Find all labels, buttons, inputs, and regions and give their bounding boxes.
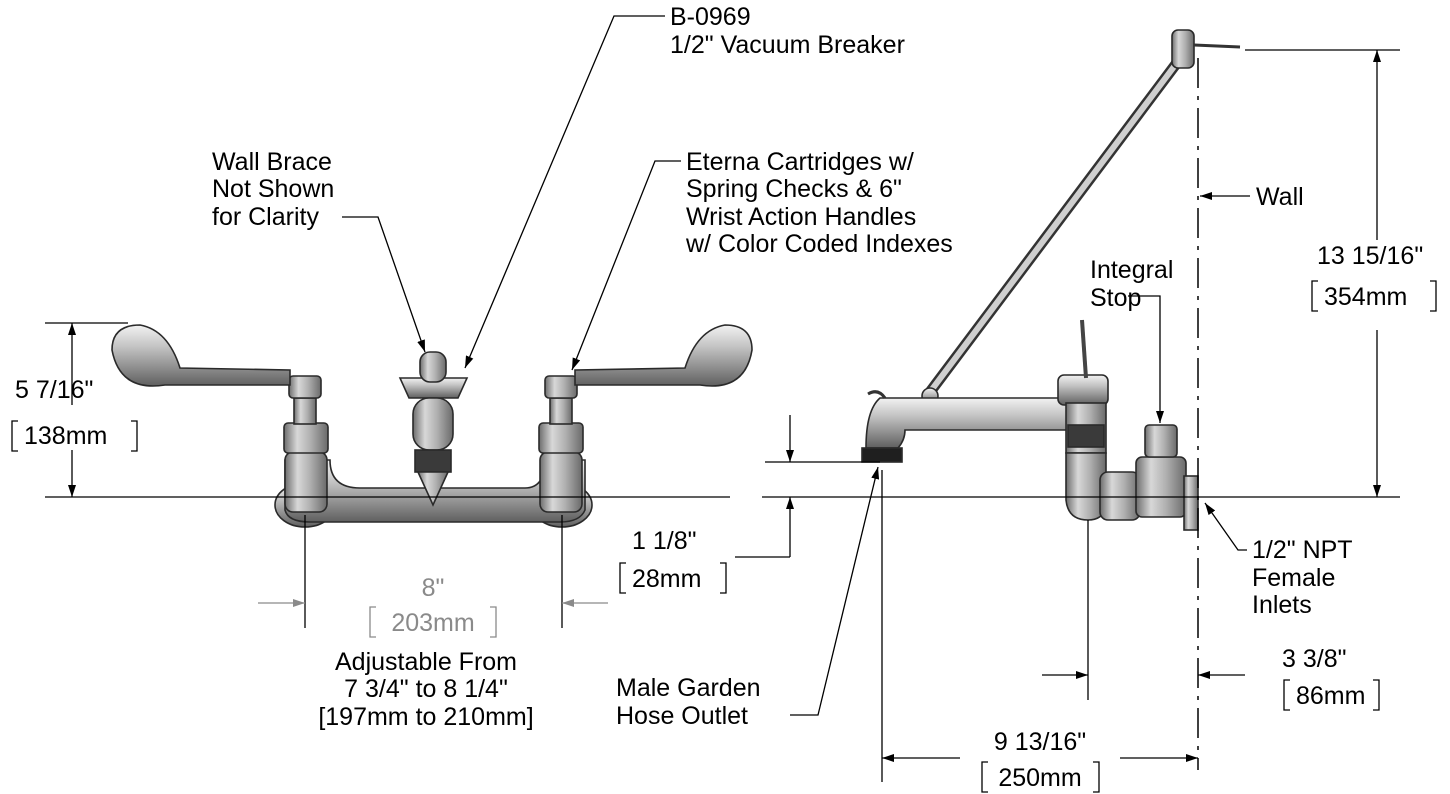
adjustable-line-3: [197mm to 210mm] [318,703,533,731]
hose-outlet-line-1: Male Garden [616,674,761,702]
dim-outlet-drop-metric: 28mm [632,565,701,593]
cartridges-line-3: Wrist Action Handles [686,203,916,231]
dim-outlet-drop: 1 1/8" 28mm [619,415,880,594]
cartridges-line-2: Spring Checks & 6" [686,175,902,203]
right-bonnet [538,422,584,454]
dim-outlet-drop-imperial: 1 1/8" [632,527,696,555]
left-valve-body [284,451,328,513]
dim-centers-metric: 203mm [391,609,474,637]
wall-brace-mount [1171,29,1195,69]
dim-centers-imperial: 8" [422,574,445,602]
spout-nozzle [414,449,452,473]
callout-vacuum-breaker: B-0969 1/2" Vacuum Breaker [464,3,905,369]
wall-brace-line-3: for Clarity [212,203,319,231]
integral-stop-body [1135,456,1187,518]
dim-wall-offset-metric: 86mm [1296,682,1365,710]
dim-spout-reach-imperial: 9 13/16" [994,728,1086,756]
callout-npt-inlets: 1/2" NPT Female Inlets [1204,502,1353,619]
vacuum-breaker-top [419,351,447,383]
cartridges-line-1: Eterna Cartridges w/ [686,148,914,176]
integral-stop-line-2: Stop [1090,284,1141,312]
side-view-faucet [861,29,1241,531]
vacuum-breaker-line-2: 1/2" Vacuum Breaker [670,31,905,59]
right-stem [549,397,573,425]
front-view-faucet [111,324,753,528]
left-bonnet [283,422,329,454]
callout-hose-outlet: Male Garden Hose Outlet [616,466,880,730]
dim-wall-offset-imperial: 3 3/8" [1282,645,1346,673]
dim-spout-reach: 9 13/16" 250mm [881,470,1198,793]
left-wrist-handle [111,324,291,387]
wall-brace-line-2: Not Shown [212,175,334,203]
npt-line-2: Female [1252,564,1335,592]
side-union-nut [1099,471,1141,521]
npt-line-1: 1/2" NPT [1252,536,1353,564]
dim-total-height: 13 15/16" 354mm [762,49,1437,498]
vacuum-breaker-line-1: B-0969 [670,3,751,31]
callout-wall: Wall [1200,183,1304,211]
wall-label: Wall [1256,183,1304,211]
left-stem [293,397,317,425]
dim-handle-height: 5 7/16" 138mm [11,322,730,498]
hose-outlet-line-2: Hose Outlet [616,702,748,730]
right-wrist-handle [574,324,753,387]
dim-handle-height-imperial: 5 7/16" [15,376,93,404]
right-valve-body [539,451,583,513]
wall-brace-line-1: Wall Brace [212,148,332,176]
spout-tip [416,471,450,507]
callout-cartridges: Eterna Cartridges w/ Spring Checks & 6" … [571,148,953,371]
callout-integral-stop: Integral Stop [1090,256,1173,423]
adjustable-line-2: 7 3/4" to 8 1/4" [344,675,508,703]
hose-outlet-thread [861,447,903,463]
dim-wall-offset: 3 3/8" 86mm [1042,520,1380,711]
dim-centers: 8" 203mm [258,515,608,638]
center-spout [412,397,454,451]
cartridges-line-4: w/ Color Coded Indexes [685,230,953,258]
side-spout-arm [865,397,1081,449]
integral-stop-cap [1144,424,1178,458]
dim-total-height-imperial: 13 15/16" [1317,242,1423,270]
side-vacuum-breaker [1057,374,1109,406]
dim-spout-reach-metric: 250mm [998,764,1081,792]
side-handle [1080,319,1088,379]
dim-total-height-metric: 354mm [1324,283,1407,311]
right-handle-hub [544,375,578,399]
callout-wall-brace: Wall Brace Not Shown for Clarity [212,148,426,353]
npt-line-3: Inlets [1252,591,1312,619]
integral-stop-line-1: Integral [1090,256,1173,284]
left-handle-hub [288,375,322,399]
adjustable-line-1: Adjustable From [335,648,517,676]
dim-handle-height-metric: 138mm [24,422,107,450]
wall-brace-screw [1193,43,1241,49]
side-wall-flange [1183,475,1199,531]
